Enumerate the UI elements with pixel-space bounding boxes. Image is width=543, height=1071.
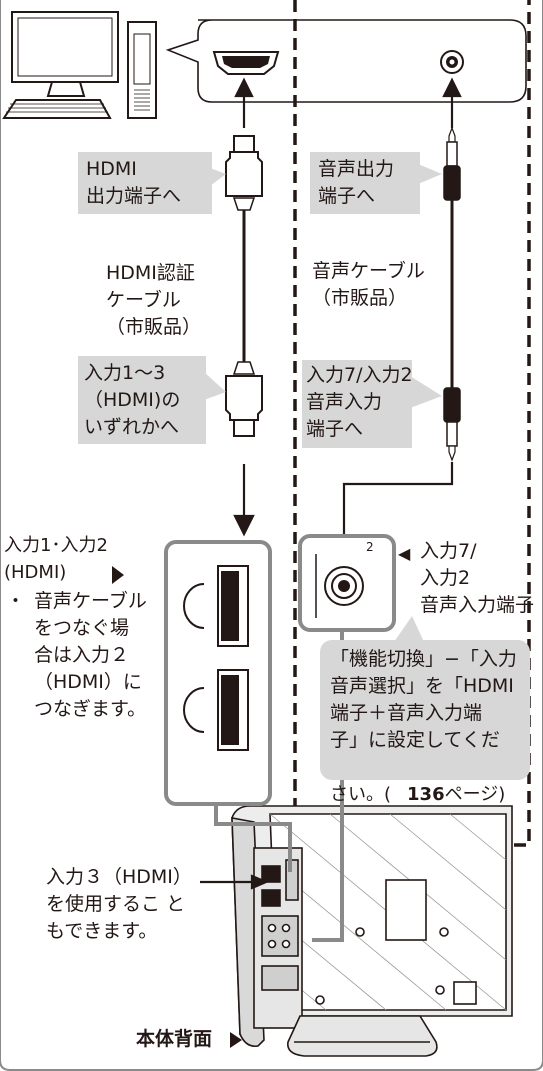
arrow-to-audio-port <box>442 77 462 128</box>
setting-line-2: 音声選択」を「HDMI <box>330 675 514 697</box>
callout-tail-hdmi-out <box>210 168 226 186</box>
setting-post: ページ) <box>444 784 506 805</box>
hdmi-input-port-1 <box>183 565 249 647</box>
input-1-3-label: 入力1〜3 （HDMI)の いずれかへ <box>84 362 181 438</box>
callout-input-1-3 <box>78 356 206 444</box>
audio-input-to-label: 入力7/入力2 音声入力 端子へ <box>306 364 413 440</box>
arrow-to-hdmi-inputs <box>233 464 255 537</box>
note-bullet: ・ <box>6 590 26 612</box>
setting-line-1: 「機能切換」−「入力 <box>330 648 517 670</box>
tv-rear <box>231 805 513 1057</box>
port-7-2-label: 入力7/ 入力2 音声入力端子 <box>420 540 535 616</box>
callout-tail-setting <box>394 616 424 642</box>
input12-marker <box>112 566 124 584</box>
hdmi-cable-label: HDMI認証 ケーブル （市販品） <box>106 262 202 338</box>
port-7-2-marker: ◀ <box>398 544 411 563</box>
callout-tail-input13 <box>204 372 226 400</box>
hdmi-port-icon <box>212 51 280 75</box>
callout-hdmi-output <box>78 152 212 214</box>
audio-output-label: 音声出力 端子へ <box>318 158 395 207</box>
input3-pointer <box>200 874 269 890</box>
arrow-to-hdmi-port <box>234 77 254 128</box>
setting-line-5: さい。( 136ページ) <box>330 754 505 808</box>
setting-page-number: 136 <box>407 784 445 805</box>
rear-panel-label: 本体背面 <box>136 1028 213 1050</box>
jack-number-label: 2 <box>366 540 374 554</box>
audio-port-icon <box>440 50 464 74</box>
callout-tail-audio-in <box>410 376 442 408</box>
setting-line-4: 子」に設定してくだ <box>330 729 500 751</box>
hdmi-cable <box>225 135 263 437</box>
audio-cable-label: 音声ケーブル （市販品） <box>312 260 425 309</box>
input-3-label: 入力３（HDMI） を使用するこ と もできます。 <box>46 866 192 942</box>
audio-input-jack <box>315 554 364 618</box>
setting-line-3: 端子＋音声入力端 <box>330 702 483 724</box>
callout-tail-audio-out <box>418 164 442 184</box>
audio-cable <box>443 126 461 462</box>
setting-pre: さい。( <box>330 784 392 805</box>
note-text: 音声ケーブル をつなぐ場 合は入力２ （HDMI）に つなぎます。 <box>34 590 147 720</box>
hdmi-output-label: HDMI 出力端子へ <box>86 158 182 207</box>
callout-audio-output <box>310 152 420 214</box>
hdmi-input-port-2 <box>183 669 249 751</box>
callout-setting <box>320 640 530 780</box>
input-1-2-title: 入力1･入力2 (HDMI) <box>4 535 108 583</box>
computer-icon <box>2 11 157 119</box>
rear-panel-marker <box>230 1032 242 1048</box>
callout-audio-input <box>302 360 412 448</box>
pc-port-panel <box>165 19 527 103</box>
